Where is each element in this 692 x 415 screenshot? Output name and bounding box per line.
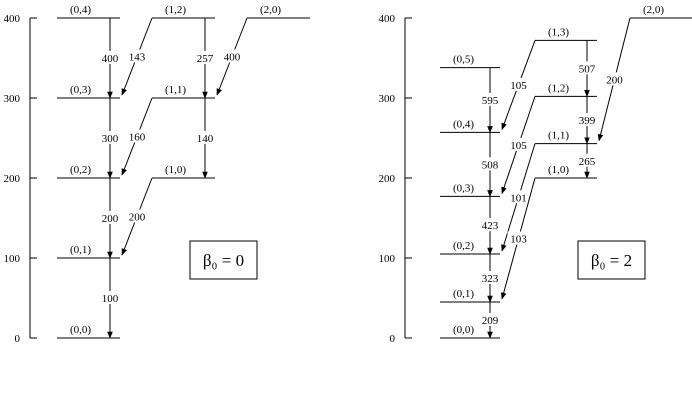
transition-value: 140 [197,133,214,145]
transition-value: 200 [606,74,623,86]
beta-label: β₀ = 0 [203,251,244,270]
axis-tick-label: 100 [4,253,21,265]
level-label: (2,0) [260,4,281,16]
transition-value: 105 [510,80,527,92]
level-label: (0,0) [70,324,91,336]
beta-label: β₀ = 2 [591,251,632,270]
transition-value: 323 [482,273,499,285]
level-label: (0,0) [453,324,474,336]
axis-tick-label: 300 [4,93,21,105]
transition-value: 400 [224,52,241,64]
level-label: (1,1) [165,84,186,96]
level-label: (0,2) [453,240,474,252]
level-label: (0,3) [453,182,474,194]
level-label: (1,2) [548,82,569,94]
axis-ticks: 0 100 200 300 400 [379,13,413,345]
transition-value: 200 [102,213,119,225]
axis-tick-label: 400 [379,13,396,25]
transition-value: 265 [579,156,596,168]
level-label: (0,2) [70,164,91,176]
transition-value: 101 [510,192,527,204]
transition-value: 300 [102,133,119,145]
transition-value: 100 [102,293,119,305]
level-label: (1,0) [165,164,186,176]
level-label: (1,0) [548,164,569,176]
transition-value: 200 [129,212,146,224]
transition-value: 508 [482,159,499,171]
level-label: (1,2) [165,4,186,16]
level-label: (0,4) [453,118,474,130]
transition-value: 160 [129,132,146,144]
transition-value: 103 [510,234,527,246]
axis-tick-label: 200 [4,173,21,185]
axis-tick-label: 0 [15,333,21,345]
axis-tick-label: 300 [379,93,396,105]
axis-tick-label: 400 [4,13,21,25]
axis-tick-label: 200 [379,173,396,185]
transition-value: 399 [579,115,596,127]
levels: (0,0) (0,1) (0,2) (0,3) (0,4) (0,5) (1,0) (1,1)… [440,4,692,338]
transition-value: 143 [129,52,146,64]
transition-value: 209 [482,315,499,327]
axis-tick-label: 0 [390,333,396,345]
level-label: (0,1) [453,288,474,300]
transition-value: 423 [482,220,499,232]
transition-value: 257 [197,53,214,65]
axis-ticks: 0 100 200 300 400 [4,13,38,345]
transition-value: 105 [510,140,527,152]
levels: (0,0) (0,1) (0,2) (0,3) (0,4) (1,0) (1,1) (1,2)… [57,4,310,338]
level-label: (1,3) [548,26,569,38]
level-label: (0,4) [70,4,91,16]
level-label: (0,5) [453,54,474,66]
level-label: (1,1) [548,130,569,142]
level-label: (0,1) [70,244,91,256]
axis-tick-label: 100 [379,253,396,265]
level-label: (2,0) [643,4,664,16]
transition-value: 507 [579,63,596,75]
transition-value: 400 [102,53,119,65]
level-label: (0,3) [70,84,91,96]
transition-value: 595 [482,95,499,107]
